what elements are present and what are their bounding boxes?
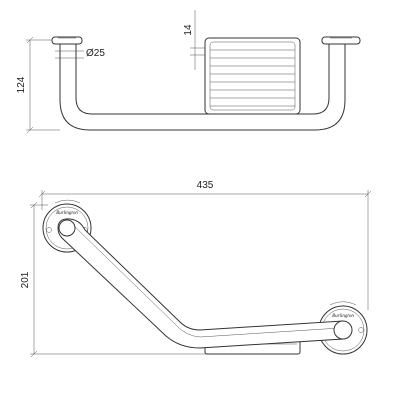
right-wall-flange	[321, 36, 361, 45]
angled-rail	[57, 218, 353, 349]
side-rail	[59, 44, 346, 131]
dim-front-width: 435	[38, 180, 372, 310]
dim-basket-gap: 14	[183, 10, 205, 70]
dim-side-height-label: 124	[16, 76, 27, 93]
left-wall-flange	[51, 36, 83, 45]
dim-basket-gap-label: 14	[183, 24, 194, 36]
wire-basket	[204, 37, 301, 115]
brand-logo-left: Burlington	[56, 211, 78, 216]
side-view: 124 Ø25 14	[16, 10, 361, 134]
dim-diameter-label: Ø25	[86, 48, 105, 59]
brand-logo-right: Burlington	[332, 314, 354, 319]
side-rail-inner	[75, 44, 330, 115]
dim-side-height: 124	[16, 36, 60, 134]
dim-diameter: Ø25	[55, 48, 105, 59]
front-view: 435 201 Burlington Burlington	[20, 180, 372, 358]
dim-front-height-label: 201	[20, 271, 31, 288]
dim-front-width-label: 435	[197, 180, 214, 191]
dim-front-height: 201	[20, 201, 210, 358]
